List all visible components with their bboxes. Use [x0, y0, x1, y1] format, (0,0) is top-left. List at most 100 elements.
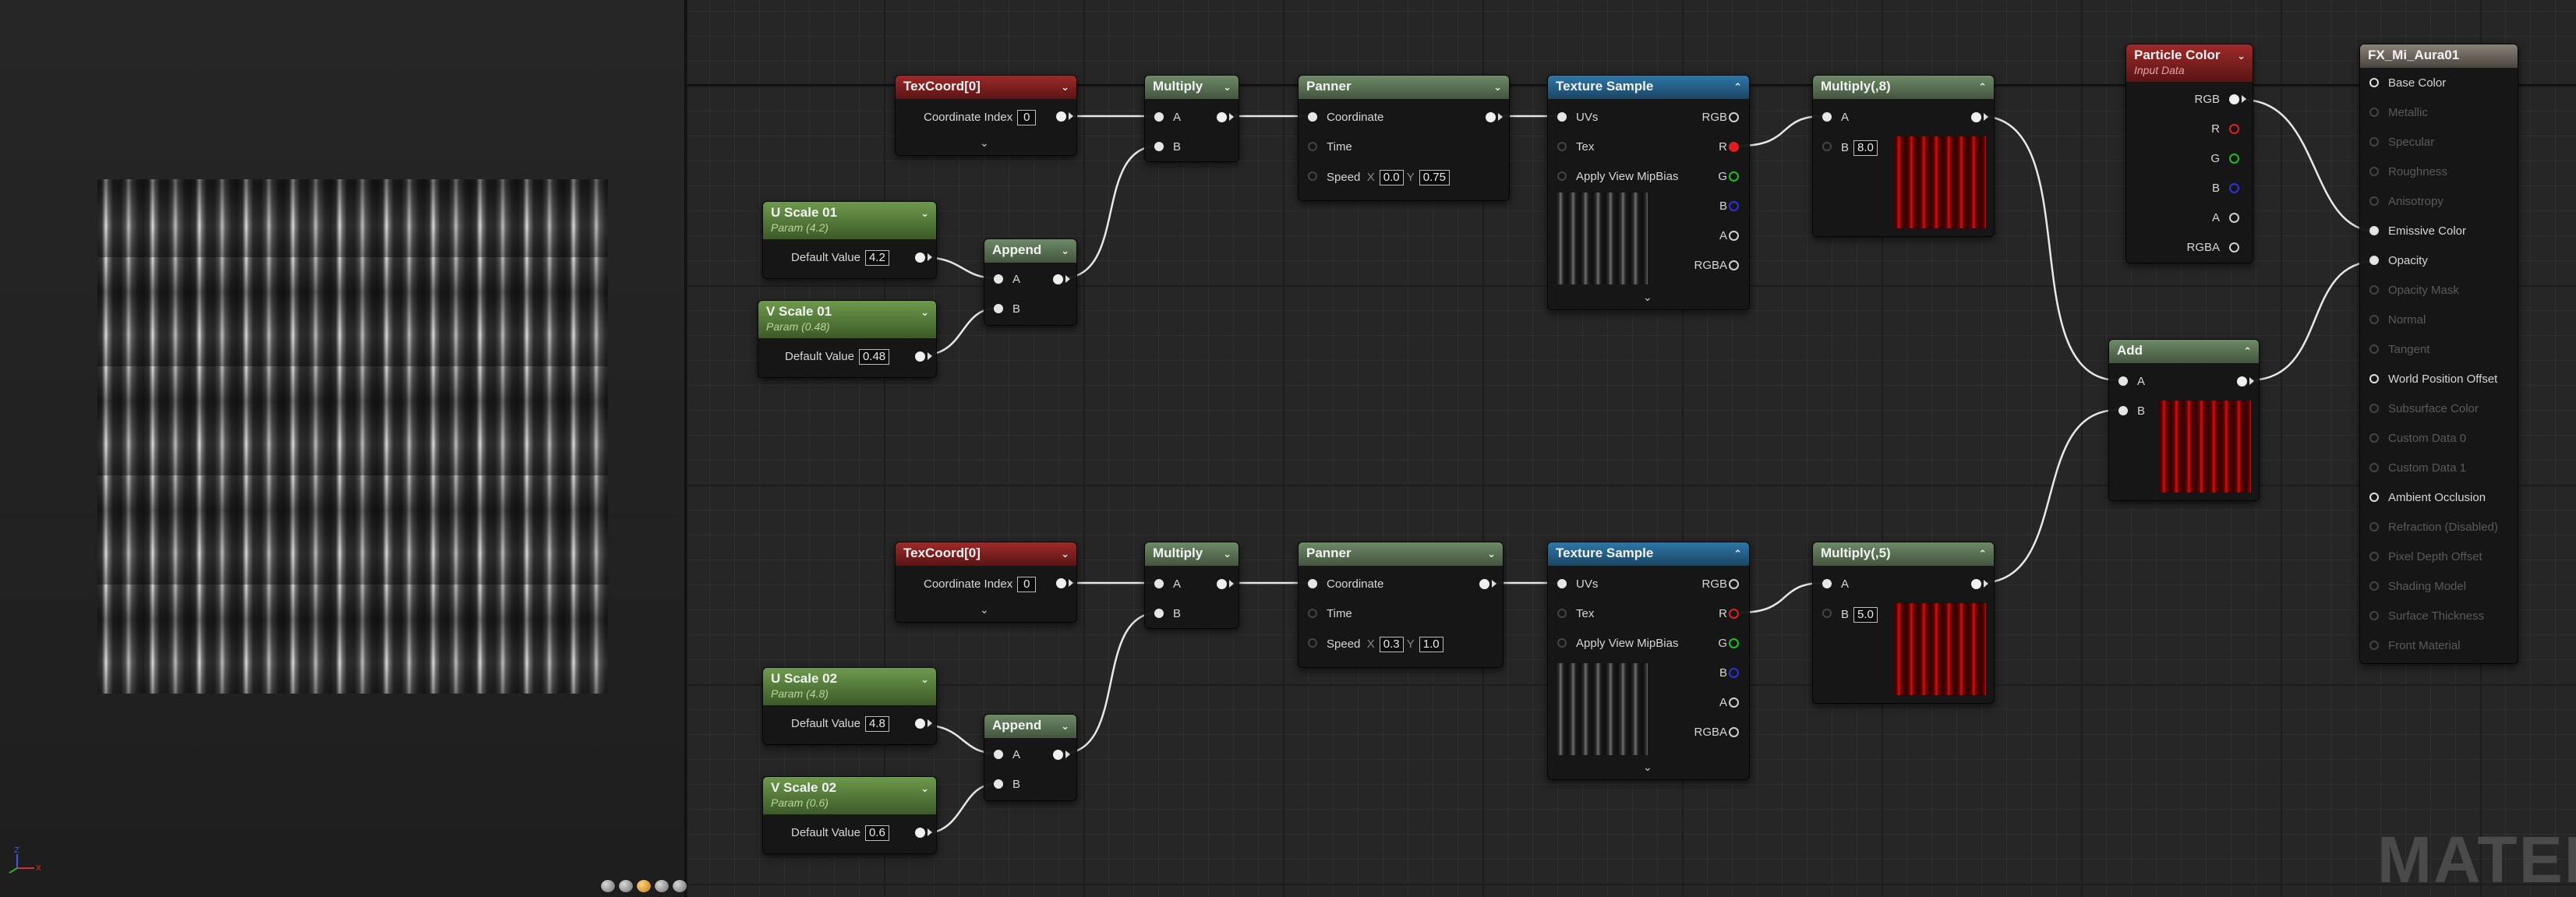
- input-pin-b[interactable]: [1154, 142, 1164, 151]
- output-pin-rgb[interactable]: [2229, 94, 2239, 104]
- node-header[interactable]: FX_Mi_Aura01: [2360, 44, 2518, 68]
- output-pin-rgb[interactable]: [1729, 579, 1739, 589]
- output-pin-r[interactable]: [1729, 609, 1739, 619]
- input-pin-time[interactable]: [1308, 142, 1317, 151]
- output-pin-a[interactable]: [1729, 697, 1739, 708]
- output-pin[interactable]: [1217, 579, 1227, 589]
- output-pin-b[interactable]: [1729, 201, 1739, 211]
- speed-x-field[interactable]: 0.0: [1379, 170, 1404, 185]
- input-pin-b[interactable]: [994, 304, 1003, 313]
- output-pin[interactable]: [915, 351, 925, 362]
- input-pin-uvs[interactable]: [1557, 579, 1567, 588]
- input-pin-tex[interactable]: [1557, 609, 1567, 618]
- node-header[interactable]: Multiply(,5)⌃: [1813, 542, 1994, 566]
- chevron-down-icon[interactable]: ⌄: [921, 782, 929, 794]
- material-input-pin[interactable]: [2369, 493, 2379, 502]
- material-input-pin[interactable]: [2369, 522, 2379, 531]
- chevron-down-icon[interactable]: ⌄: [921, 673, 929, 685]
- default-value-field[interactable]: 4.2: [864, 250, 889, 266]
- input-pin-mipbias[interactable]: [1557, 171, 1567, 181]
- node-header[interactable]: Panner⌄: [1299, 76, 1509, 99]
- append-node-2[interactable]: Append⌄ A B: [984, 714, 1077, 801]
- input-pin-a[interactable]: [994, 274, 1003, 284]
- output-pin-b[interactable]: [1729, 668, 1739, 678]
- multiply-node-2[interactable]: Multiply⌄ A B: [1144, 542, 1239, 629]
- material-input-pin[interactable]: [2369, 315, 2379, 324]
- output-pin[interactable]: [915, 828, 925, 838]
- chevron-up-icon[interactable]: ⌃: [2243, 345, 2252, 357]
- chevron-down-icon[interactable]: ⌄: [1061, 81, 1069, 93]
- chevron-down-icon[interactable]: ⌄: [921, 306, 929, 318]
- node-header[interactable]: Append⌄: [984, 239, 1076, 263]
- material-input-pin[interactable]: [2369, 611, 2379, 620]
- expand-chevron-icon[interactable]: ⌄: [980, 136, 989, 149]
- node-header[interactable]: Panner⌄: [1299, 542, 1503, 566]
- input-pin-a[interactable]: [1822, 579, 1832, 588]
- input-pin-tex[interactable]: [1557, 142, 1567, 151]
- plane-icon[interactable]: [636, 879, 652, 893]
- input-pin-a[interactable]: [1822, 112, 1832, 122]
- output-pin[interactable]: [1053, 750, 1063, 760]
- input-pin-uvs[interactable]: [1557, 112, 1567, 122]
- texture-sample-node-1[interactable]: Texture Sample⌃ UVs Tex Apply View MipBi…: [1547, 75, 1750, 310]
- material-input-pin[interactable]: [2369, 226, 2379, 235]
- coordinate-index-field[interactable]: 0: [1017, 110, 1037, 125]
- material-preview-viewport[interactable]: X Z: [0, 0, 687, 897]
- node-header[interactable]: Multiply(,8)⌃: [1813, 76, 1994, 99]
- expand-chevron-icon[interactable]: ⌄: [980, 603, 989, 616]
- material-input-pin[interactable]: [2369, 137, 2379, 147]
- add-node[interactable]: Add⌃ A B: [2108, 339, 2260, 501]
- chevron-down-icon[interactable]: ⌄: [1493, 81, 1502, 93]
- input-pin-b[interactable]: [1822, 142, 1832, 151]
- output-pin-g[interactable]: [2229, 154, 2239, 164]
- material-input-pin[interactable]: [2369, 285, 2379, 295]
- material-input-pin[interactable]: [2369, 256, 2379, 265]
- input-pin-a[interactable]: [1154, 579, 1164, 588]
- b-constant-field[interactable]: 5.0: [1853, 607, 1878, 623]
- cube-icon[interactable]: [654, 879, 670, 893]
- material-input-pin[interactable]: [2369, 552, 2379, 561]
- input-pin-a[interactable]: [1154, 112, 1164, 122]
- material-input-pin[interactable]: [2369, 641, 2379, 650]
- chevron-down-icon[interactable]: ⌄: [1061, 548, 1069, 560]
- default-value-field[interactable]: 0.6: [864, 825, 889, 841]
- material-input-pin[interactable]: [2369, 108, 2379, 117]
- output-pin[interactable]: [1056, 111, 1066, 122]
- output-pin[interactable]: [1479, 579, 1489, 589]
- output-pin-a[interactable]: [2229, 213, 2239, 223]
- input-pin-mipbias[interactable]: [1557, 638, 1567, 648]
- output-pin-rgba[interactable]: [2229, 242, 2239, 253]
- node-header[interactable]: Multiply⌄: [1145, 542, 1239, 566]
- default-value-field[interactable]: 0.48: [858, 349, 890, 365]
- chevron-down-icon[interactable]: ⌄: [2237, 50, 2246, 62]
- chevron-up-icon[interactable]: ⌃: [1978, 548, 1987, 560]
- output-pin-a[interactable]: [1729, 231, 1739, 241]
- chevron-up-icon[interactable]: ⌃: [1978, 81, 1987, 93]
- material-input-pin[interactable]: [2369, 374, 2379, 383]
- material-input-pin[interactable]: [2369, 78, 2379, 87]
- append-node-1[interactable]: Append⌄ A B: [984, 238, 1077, 326]
- chevron-down-icon[interactable]: ⌄: [1223, 548, 1231, 560]
- b-constant-field[interactable]: 8.0: [1853, 140, 1878, 156]
- material-input-pin[interactable]: [2369, 463, 2379, 472]
- input-pin-coordinate[interactable]: [1308, 112, 1317, 122]
- input-pin-speed[interactable]: [1308, 171, 1317, 181]
- material-input-pin[interactable]: [2369, 433, 2379, 443]
- speed-x-field[interactable]: 0.3: [1379, 637, 1404, 652]
- output-pin-g[interactable]: [1729, 171, 1739, 182]
- output-pin-g[interactable]: [1729, 638, 1739, 648]
